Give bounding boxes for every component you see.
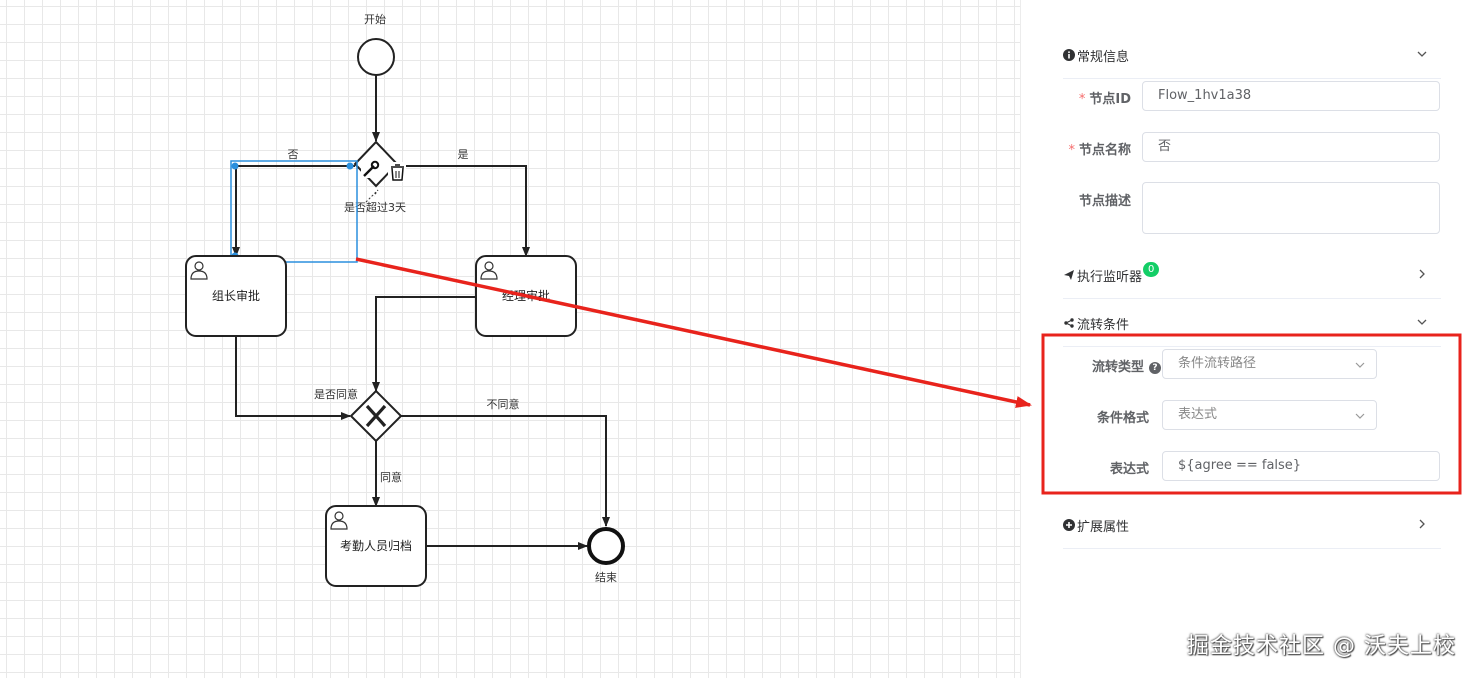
chevron-right-icon bbox=[1419, 519, 1425, 529]
properties-panel: 常规信息 *节点ID Flow_1hv1a38 *节点名称 否 节点描述 执行监… bbox=[1020, 0, 1476, 678]
section-general-header[interactable]: 常规信息 bbox=[1063, 32, 1441, 79]
end-event-label: 结束 bbox=[595, 571, 617, 584]
flow-leader-to-gateway[interactable] bbox=[235, 336, 351, 420]
task-leader-label: 组长审批 bbox=[212, 288, 260, 303]
node-id-label: *节点ID bbox=[1078, 92, 1131, 107]
node-desc-textarea[interactable] bbox=[1142, 182, 1440, 234]
selection-outline bbox=[230, 160, 358, 263]
section-extension-title: 扩展属性 bbox=[1077, 519, 1130, 535]
expression-label: 表达式 bbox=[1109, 462, 1149, 477]
flow-disagree-label: 不同意 bbox=[487, 397, 520, 411]
send-icon bbox=[1063, 269, 1075, 281]
task-archive-label: 考勤人员归档 bbox=[340, 539, 412, 553]
expression-input[interactable]: ${agree == false} bbox=[1162, 451, 1440, 481]
section-listeners-title: 执行监听器 bbox=[1077, 269, 1143, 285]
wrench-icon[interactable] bbox=[361, 160, 380, 178]
condition-format-select[interactable]: 表达式 bbox=[1162, 400, 1377, 430]
flow-no-label: 否 bbox=[288, 148, 299, 161]
flow-manager-to-gateway[interactable] bbox=[372, 296, 476, 392]
watermark: 掘金技术社区 @ 沃夫上校 bbox=[1187, 634, 1456, 659]
end-event[interactable] bbox=[587, 527, 625, 565]
chevron-right-icon bbox=[1419, 269, 1425, 279]
node-name-label: *节点名称 bbox=[1068, 143, 1131, 158]
bpmn-diagram[interactable]: 开始 是否超过3天 否 是 bbox=[0, 0, 1020, 678]
help-icon[interactable]: ? bbox=[1149, 361, 1161, 374]
start-event[interactable] bbox=[357, 38, 395, 76]
section-condition-header[interactable]: 流转条件 bbox=[1063, 300, 1441, 347]
node-name-input[interactable]: 否 bbox=[1142, 132, 1440, 162]
gateway-duration-label: 是否超过3天 bbox=[344, 200, 406, 214]
node-desc-label: 节点描述 bbox=[1078, 194, 1131, 209]
section-listeners-header[interactable]: 执行监听器 0 bbox=[1063, 252, 1441, 299]
listener-count-badge: 0 bbox=[1143, 261, 1160, 277]
task-manager-label: 经理审批 bbox=[502, 288, 550, 303]
info-icon bbox=[1063, 49, 1075, 61]
section-general-title: 常规信息 bbox=[1077, 49, 1130, 65]
condition-format-label: 条件格式 bbox=[1096, 411, 1149, 426]
gateway-approval-label: 是否同意 bbox=[314, 387, 358, 401]
flow-no[interactable] bbox=[232, 165, 355, 257]
flow-yes[interactable] bbox=[397, 165, 530, 257]
user-task-leader[interactable]: 组长审批 bbox=[185, 255, 287, 337]
connect-icon[interactable] bbox=[365, 189, 379, 203]
section-condition-title: 流转条件 bbox=[1077, 317, 1130, 333]
trash-icon[interactable] bbox=[388, 162, 406, 182]
flow-type-label: 流转类型? bbox=[1061, 356, 1161, 375]
user-task-manager[interactable]: 经理审批 bbox=[475, 255, 577, 337]
user-task-archive[interactable]: 考勤人员归档 bbox=[325, 505, 427, 587]
plus-circle-icon bbox=[1063, 519, 1075, 531]
flow-type-select[interactable]: 条件流转路径 bbox=[1162, 349, 1377, 379]
chevron-down-icon bbox=[1417, 319, 1427, 325]
selection-handle[interactable] bbox=[346, 162, 354, 170]
flow-agree-label: 同意 bbox=[380, 470, 402, 484]
section-extension-header[interactable]: 扩展属性 bbox=[1063, 502, 1441, 549]
chevron-down-icon bbox=[1355, 413, 1365, 419]
flow-yes-label: 是 bbox=[458, 148, 469, 161]
bpmn-canvas[interactable]: 开始 是否超过3天 否 是 bbox=[0, 0, 1020, 678]
node-id-input[interactable]: Flow_1hv1a38 bbox=[1142, 81, 1440, 111]
user-icon bbox=[330, 511, 348, 530]
flow-disagree[interactable] bbox=[401, 415, 610, 527]
chevron-down-icon bbox=[1355, 362, 1365, 368]
flow-type-value: 条件流转路径 bbox=[1178, 356, 1257, 371]
user-icon bbox=[190, 261, 208, 280]
start-event-label: 开始 bbox=[364, 12, 386, 26]
selection-handle[interactable] bbox=[231, 162, 239, 170]
share-icon bbox=[1063, 317, 1075, 329]
condition-format-value: 表达式 bbox=[1178, 407, 1218, 422]
chevron-down-icon bbox=[1417, 51, 1427, 57]
x-icon bbox=[365, 404, 387, 428]
